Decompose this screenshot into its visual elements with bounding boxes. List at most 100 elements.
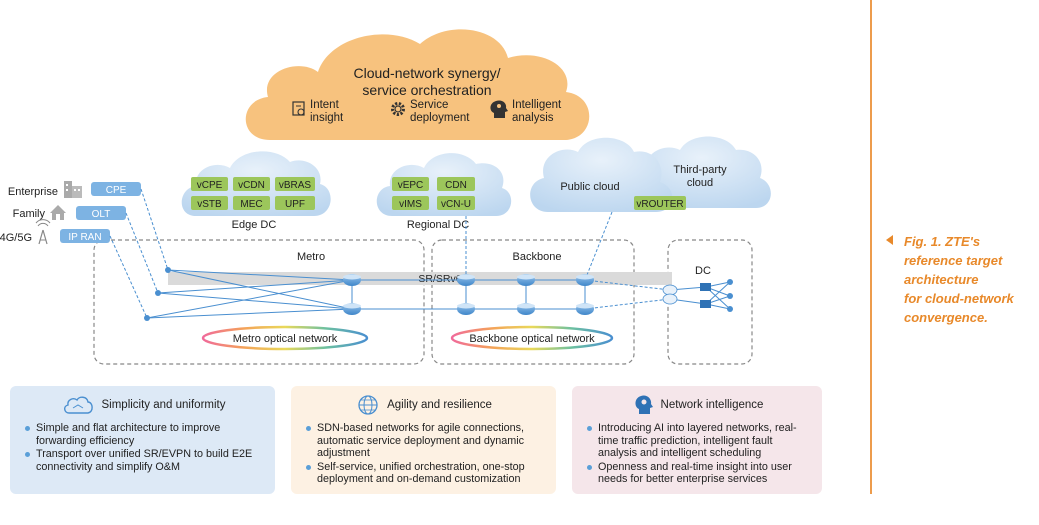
house-icon	[50, 205, 66, 220]
router-node	[576, 303, 594, 315]
metro-label: Metro	[297, 251, 325, 263]
router-node	[517, 274, 535, 286]
vnf-label: vBRAS	[279, 180, 312, 191]
vnf-box	[275, 177, 315, 191]
vnf-box	[437, 177, 475, 191]
bullet-item: Simple and flat architecture to improve …	[25, 422, 265, 447]
vnf-box	[392, 177, 429, 191]
backbone-region	[431, 239, 635, 365]
gear-icon	[391, 102, 405, 116]
public-cloud-shape	[530, 137, 673, 212]
dc-switch-node	[700, 283, 711, 291]
brain-head-icon	[634, 395, 653, 414]
router-node	[457, 274, 475, 286]
dc-link	[584, 298, 671, 310]
caption-line: architecture	[904, 272, 979, 287]
access-node	[155, 290, 161, 296]
network-nodes	[144, 267, 733, 321]
vnf-box	[392, 196, 429, 210]
public-cloud: Public cloud vROUTER	[530, 137, 686, 212]
panel-agility: Agility and resilience SDN-based network…	[291, 386, 556, 494]
intelligent-analysis-line1: Intelligent	[512, 99, 562, 111]
ipran-link	[109, 235, 148, 319]
dc-switch-node	[700, 300, 711, 308]
mesh-link	[146, 308, 353, 319]
vnf-label: UPF	[285, 199, 305, 210]
panel-title: Simplicity and uniformity	[101, 399, 226, 411]
sr-label: SR/SRv6	[418, 273, 461, 285]
cpe-box	[91, 182, 141, 196]
vnf-label: CDN	[445, 180, 467, 191]
dc-server-node	[727, 279, 733, 285]
router-node	[517, 303, 535, 315]
building-icon	[64, 181, 82, 198]
bullet-item: SDN-based networks for agile connections…	[306, 422, 546, 460]
vnf-box	[275, 196, 315, 210]
vnf-label: vEPC	[398, 180, 424, 191]
vnf-label: vCPE	[197, 180, 223, 191]
third-party-line1: Third-party	[673, 164, 727, 176]
public-cloud-link	[584, 211, 613, 281]
vnf-label: vIMS	[399, 199, 422, 210]
dc-server-node	[727, 306, 733, 312]
access-enterprise: Enterprise CPE	[8, 181, 141, 198]
ipran-label: IP RAN	[68, 232, 101, 243]
regional-dc-cloud: vEPC CDN vIMS vCN-U Regional DC	[376, 153, 512, 231]
ipran-box	[60, 229, 110, 243]
bullet-list: Introducing AI into layered networks, re…	[584, 422, 812, 486]
bullet-list: Simple and flat architecture to improve …	[22, 422, 265, 473]
vnf-box	[191, 196, 228, 210]
bullet-item: Openness and real-time insight into user…	[587, 461, 812, 486]
access-family: Family OLT	[13, 205, 126, 220]
router-node	[457, 303, 475, 315]
panel-title: Network intelligence	[660, 399, 764, 411]
dc-gateway-node	[662, 284, 678, 296]
cloud-icon	[63, 396, 93, 414]
edge-dc-vnfs: vCPE vCDN vBRAS vSTB MEC UPF	[191, 177, 315, 210]
olt-box	[76, 206, 126, 220]
panel-intelligence: Network intelligence Introducing AI into…	[572, 386, 822, 494]
vnf-label: vROUTER	[636, 199, 683, 210]
third-party-line2: cloud	[687, 177, 713, 189]
mesh-link	[167, 269, 353, 281]
access-mobile: 4G/5G IP RAN	[0, 219, 110, 245]
document-search-icon	[292, 101, 305, 116]
antenna-icon	[35, 219, 51, 245]
backbone-optical-ring	[450, 325, 614, 351]
enterprise-label: Enterprise	[8, 186, 58, 198]
sr-band	[168, 272, 672, 285]
caption-line: reference target	[904, 253, 1003, 268]
service-deployment-line1: Service	[410, 99, 448, 111]
figure-caption: Fig. 1. ZTE's reference target architect…	[886, 232, 1036, 327]
brain-head-icon	[490, 100, 508, 118]
router-node	[576, 274, 594, 286]
access-node	[165, 267, 171, 273]
family-label: Family	[13, 208, 46, 220]
dc-gateway-node	[662, 293, 678, 305]
edge-dc-label: Edge DC	[232, 219, 277, 231]
vnf-label: vCN-U	[441, 199, 471, 210]
architecture-diagram: Cloud-network synergy/ service orchestra…	[0, 29, 771, 365]
regional-dc-label: Regional DC	[407, 219, 469, 231]
metro-optical-label: Metro optical network	[233, 333, 338, 345]
panel-title: Agility and resilience	[387, 399, 492, 411]
backbone-optical-label: Backbone optical network	[469, 333, 595, 345]
mesh-link	[167, 269, 353, 310]
dc-link	[584, 279, 671, 291]
router-node	[343, 303, 361, 315]
router-node	[343, 274, 361, 286]
bullet-list: SDN-based networks for agile connections…	[303, 422, 546, 486]
metro-region	[93, 239, 425, 365]
vnf-box	[233, 177, 270, 191]
panel-simplicity: Simplicity and uniformity Simple and fla…	[10, 386, 275, 494]
caption-arrow-icon	[886, 235, 893, 245]
service-deployment-line2: deployment	[410, 112, 470, 124]
mesh-link	[146, 279, 353, 319]
vnf-box	[634, 196, 686, 210]
olt-label: OLT	[92, 209, 111, 220]
intent-insight-line2: insight	[310, 112, 344, 124]
mesh-link	[157, 279, 353, 294]
cpe-link	[140, 188, 169, 271]
vnf-box	[233, 196, 270, 210]
vnf-label: MEC	[240, 199, 262, 210]
